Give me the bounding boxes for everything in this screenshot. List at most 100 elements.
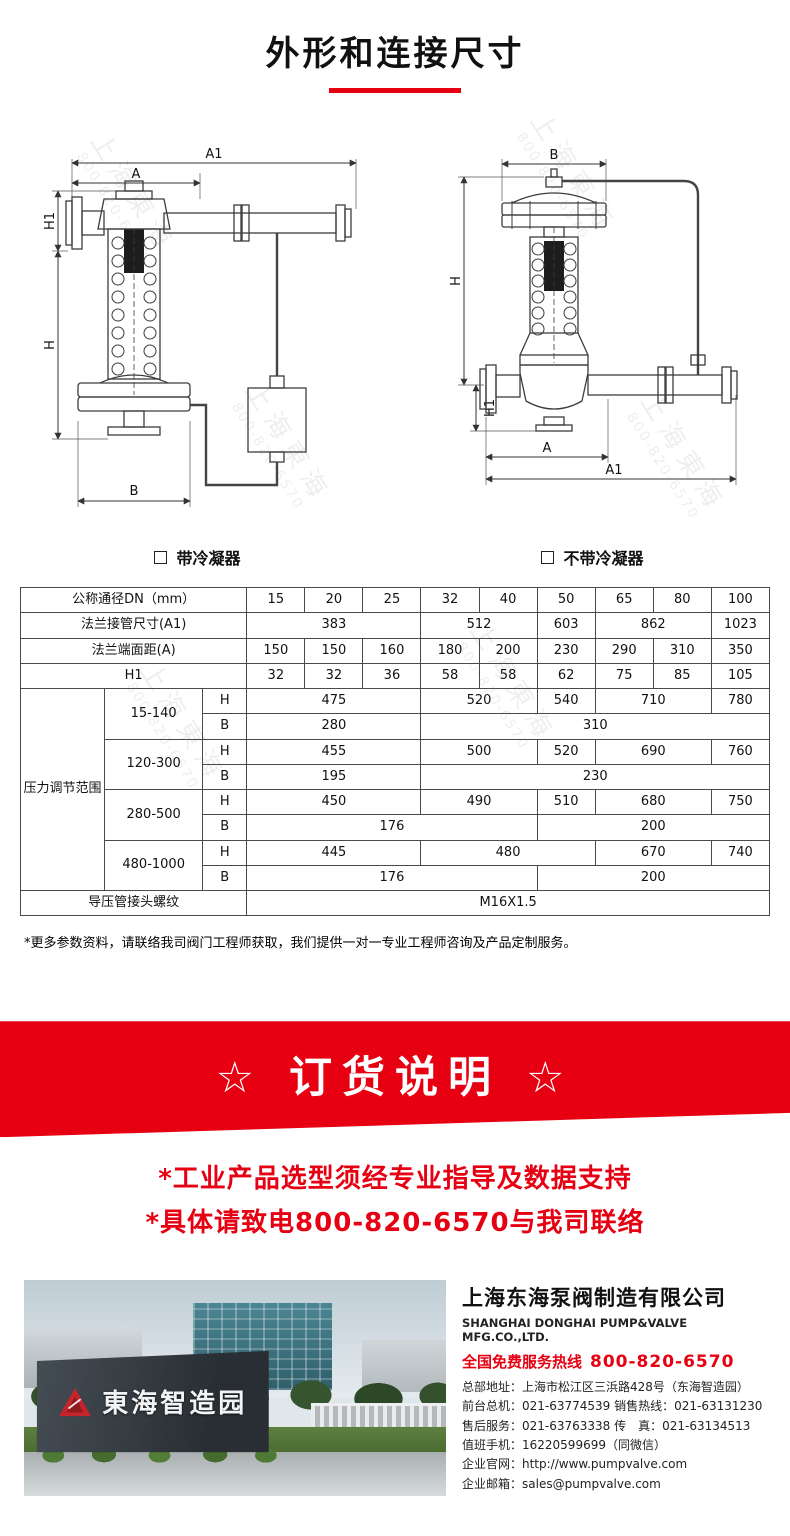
table-cell: 780 — [710, 687, 771, 715]
table-cell: 230 — [420, 763, 770, 791]
table-cell: 280 — [246, 713, 422, 740]
table-cell: 58 — [478, 662, 538, 690]
table-cell: 50 — [536, 586, 596, 614]
table-cell: 25 — [362, 586, 422, 614]
figure-captions: 带冷凝器 不带冷凝器 — [0, 545, 790, 569]
factory-sign: 東海智造园 — [36, 1350, 269, 1453]
table-cell: 58 — [420, 662, 480, 690]
detail-aftersales: 售后服务：021-63763338 传 真：021-63134513 — [462, 1418, 751, 1433]
table-cell: 310 — [420, 713, 770, 740]
table-cell: 740 — [710, 839, 771, 866]
row-label-pressure: 压力调节范围 — [19, 688, 106, 891]
table-cell: 512 — [420, 612, 538, 639]
table-cell: 710 — [594, 687, 712, 715]
table-cell: 100 — [710, 586, 771, 614]
table-cell: 1023 — [710, 612, 771, 639]
dim-a1-label: A1 — [205, 147, 222, 162]
table-cell: 760 — [710, 738, 771, 765]
row-label-a: 法兰端面距(A) — [19, 637, 248, 664]
table-cell: 180 — [420, 637, 480, 664]
table-cell: B — [202, 713, 248, 740]
diagram-without-condenser: B H H1 A A1 — [449, 148, 738, 485]
table-cell: 450 — [246, 788, 422, 816]
dimension-lines: A1 A H1 H B — [43, 147, 357, 507]
page-title: 外形和连接尺寸 — [265, 34, 525, 74]
table-cell: 680 — [594, 788, 712, 816]
table-cell: 75 — [594, 662, 654, 690]
table-cell: 150 — [304, 637, 364, 664]
detail-switchboard: 前台总机：021-63774539 销售热线：021-63131230 — [462, 1399, 763, 1414]
table-cell: 230 — [536, 637, 596, 664]
table-cell: 80 — [652, 586, 712, 614]
table-cell: 603 — [536, 612, 596, 639]
table-cell: 176 — [246, 864, 538, 892]
detail-website: 企业官网：http://www.pumpvalve.com — [462, 1457, 688, 1472]
table-cell: B — [202, 763, 248, 791]
table-cell: 510 — [536, 788, 596, 816]
order-notices: *工业产品选型须经专业指导及数据支持 *具体请致电800-820-6570与我司… — [0, 1157, 790, 1245]
table-cell: 40 — [478, 586, 538, 614]
order-banner: ☆ 订货说明 ☆ — [0, 1021, 790, 1138]
table-cell: 520 — [536, 738, 596, 765]
table-cell: 176 — [246, 814, 538, 841]
table-cell: 36 — [362, 662, 422, 690]
detail-email: 企业邮箱：sales@pumpvalve.com — [462, 1476, 661, 1491]
range-label: 15-140 — [104, 688, 204, 740]
company-info: 上海东海泵阀制造有限公司 SHANGHAI DONGHAI PUMP&VALVE… — [462, 1280, 766, 1496]
table-cell: H — [202, 788, 248, 816]
table-cell: H — [202, 687, 248, 715]
detail-mobile: 值班手机：16220599699（同微信） — [462, 1437, 666, 1452]
order-banner-title: ☆ 订货说明 ☆ — [215, 1053, 575, 1104]
table-cell: 32 — [304, 662, 364, 690]
photo-fence — [310, 1402, 446, 1429]
table-cell: 455 — [246, 738, 422, 765]
table-cell: 520 — [420, 687, 538, 715]
table-cell: 490 — [420, 788, 538, 816]
row-label-h1: H1 — [19, 662, 248, 690]
table-cell: H — [202, 738, 248, 765]
table-cell: 500 — [420, 738, 538, 765]
dim-a-label: A — [132, 167, 141, 182]
table-cell: 20 — [304, 586, 364, 614]
table-cell: 445 — [246, 839, 422, 866]
table-cell: B — [202, 864, 248, 892]
table-cell: 383 — [246, 612, 422, 639]
table-cell: B — [202, 814, 248, 841]
table-cell: 105 — [710, 662, 771, 690]
checkbox-icon — [154, 550, 168, 564]
valve-drawing — [65, 180, 352, 487]
table-cell: 862 — [594, 612, 712, 639]
factory-photo: 東海智造园 — [24, 1279, 446, 1496]
detail-address: 总部地址：上海市松江区三浜路428号（东海智造园） — [462, 1379, 749, 1394]
dim-a-label: A — [543, 441, 552, 456]
notice-line: *具体请致电800-820-6570与我司联络 — [145, 1208, 645, 1239]
table-cell: M16X1.5 — [246, 889, 770, 917]
company-name-en: SHANGHAI DONGHAI PUMP&VALVE MFG.CO.,LTD. — [462, 1315, 688, 1344]
range-label: 120-300 — [104, 738, 204, 790]
company-section: 東海智造园 上海东海泵阀制造有限公司 SHANGHAI DONGHAI PUMP… — [24, 1279, 766, 1496]
hotline-number: 800-820-6570 — [590, 1351, 735, 1372]
dim-h1-label: H1 — [43, 212, 58, 230]
caption-with-condenser: 带冷凝器 — [0, 545, 395, 569]
table-cell: H — [202, 839, 248, 866]
table-cell: 475 — [246, 687, 422, 715]
company-details: 总部地址：上海市松江区三浜路428号（东海智造园） 前台总机：021-63774… — [462, 1378, 766, 1495]
table-cell: 65 — [594, 586, 654, 614]
table-cell: 85 — [652, 662, 712, 690]
figures-row: A1 A H1 H B — [0, 133, 790, 543]
title-underline — [329, 88, 461, 93]
table-cell: 670 — [594, 839, 712, 866]
range-label: 480-1000 — [104, 839, 204, 891]
caption-text: 不带冷凝器 — [563, 549, 644, 568]
